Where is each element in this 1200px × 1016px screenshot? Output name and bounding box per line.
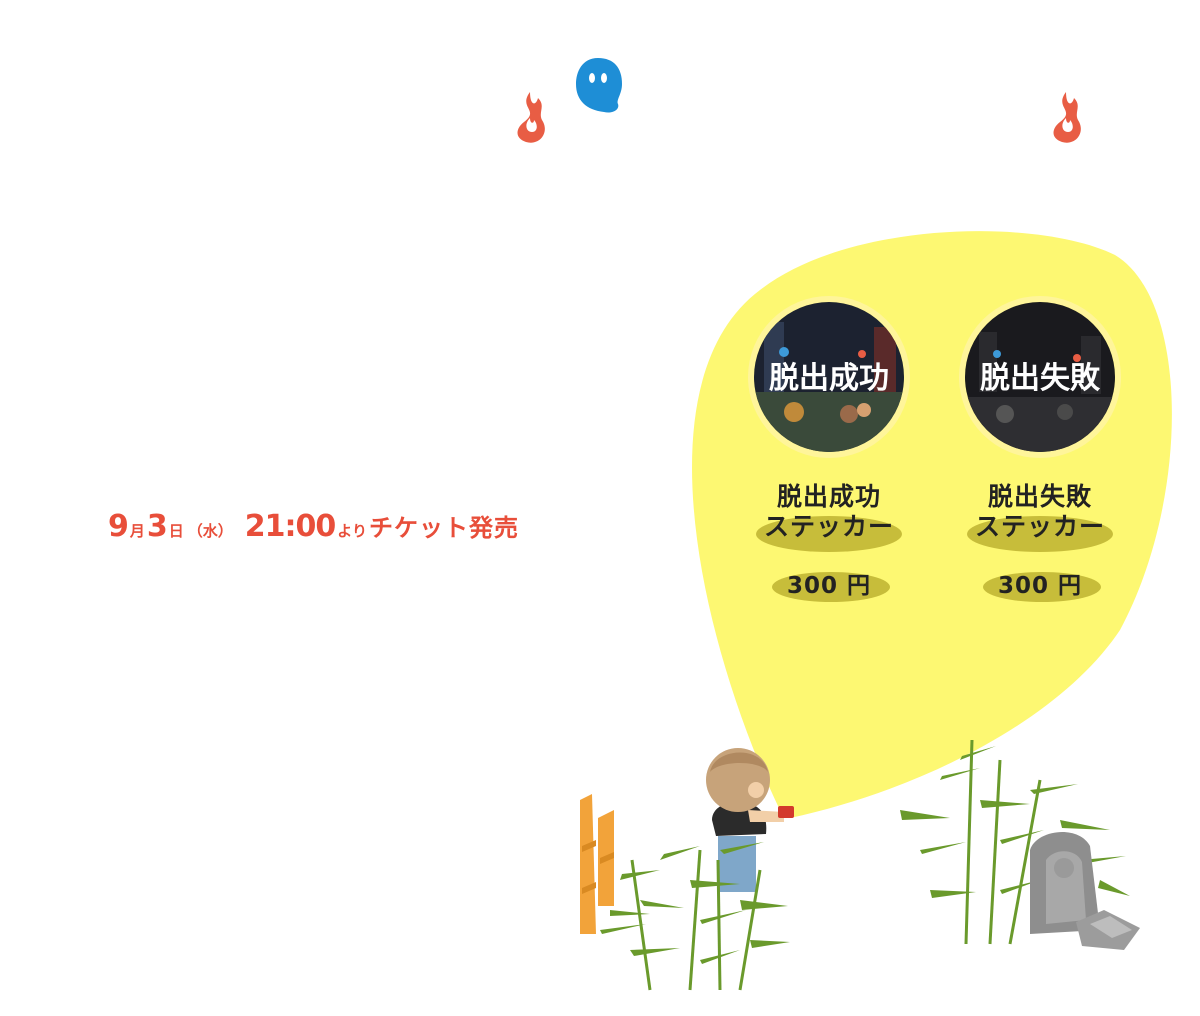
- sticker-art-text: 脱出失敗: [980, 361, 1101, 396]
- ticket-release-notice: 9 月 3 日 （水） 21:00 より チケット発売: [108, 508, 519, 554]
- sticker-name-oval: [756, 516, 902, 552]
- sticker-art-failure: 脱出失敗: [965, 302, 1115, 452]
- sticker-name-oval: [967, 516, 1113, 552]
- sticker-price-success: 300 円: [786, 573, 872, 599]
- release-month: 9: [108, 509, 129, 544]
- person-with-flashlight: [706, 748, 794, 892]
- sticker-art-text: 脱出成功: [769, 361, 889, 396]
- jizo-grave-stone: [1030, 832, 1140, 950]
- sticker-name-line2: ステッカー: [763, 512, 894, 541]
- sticker-name-line1: 脱出成功: [776, 482, 881, 511]
- sticker-art-success: 脱出成功: [754, 302, 904, 452]
- release-weekday: （水）: [187, 522, 233, 540]
- price-oval: [772, 572, 890, 602]
- sticker-image-success[interactable]: 脱出成功: [754, 302, 904, 452]
- release-month-unit: 月: [129, 522, 145, 540]
- sticker-name-failure: 脱出失敗 ステッカー: [927, 482, 1153, 542]
- sticker-price-failure: 300 円: [997, 573, 1083, 599]
- bamboo-stalks-orange: [580, 794, 614, 934]
- release-action: チケット発売: [369, 514, 519, 542]
- bamboo-leaves-left: [600, 842, 790, 964]
- sticker-name-line1: 脱出失敗: [987, 482, 1092, 511]
- release-day: 3: [146, 509, 168, 544]
- price-oval: [983, 572, 1101, 602]
- sticker-name-line2: ステッカー: [974, 512, 1105, 541]
- flame-icon: [1053, 92, 1081, 143]
- bamboo-bush-left: [630, 849, 762, 991]
- release-day-unit: 日: [168, 522, 184, 540]
- bamboo-bush-right: [964, 739, 1042, 945]
- ghost-icon: [576, 58, 622, 113]
- flame-icon: [517, 92, 545, 143]
- sticker-name-success: 脱出成功 ステッカー: [716, 482, 942, 542]
- sticker-image-failure[interactable]: 脱出失敗: [965, 302, 1115, 452]
- release-from: より: [337, 522, 367, 540]
- release-time: 21:00: [244, 509, 336, 544]
